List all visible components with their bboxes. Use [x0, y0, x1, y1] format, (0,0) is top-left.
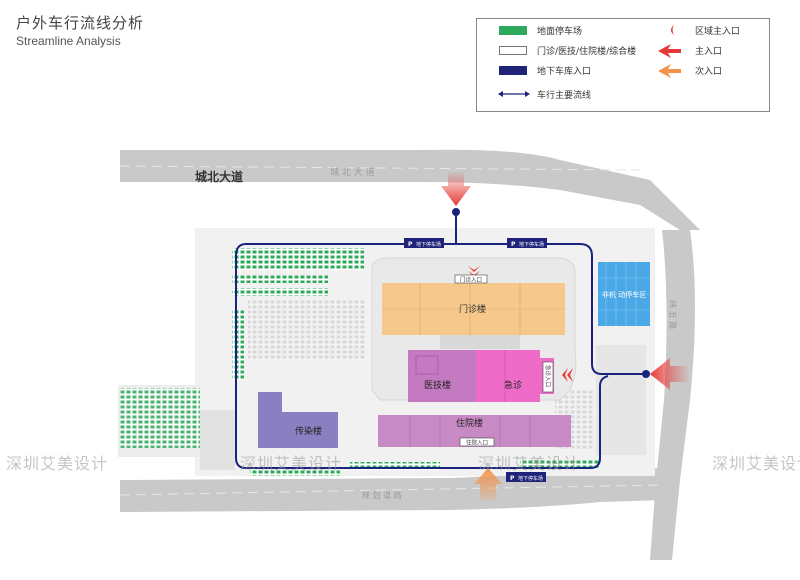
- east-road: [650, 230, 695, 560]
- inpatient-label: 住院楼: [456, 417, 483, 429]
- medtech-label: 医技楼: [424, 379, 451, 391]
- infectious-building: [258, 392, 338, 448]
- legend-area-entrance-label: 区域主入口: [695, 27, 741, 37]
- outpatient-entry-tag: [454, 274, 488, 284]
- north-road-faint-label: 城 北 大 道: [330, 166, 375, 178]
- emergency-entry-tag: [542, 361, 554, 393]
- title-block: 户外车行流线分析 Streamline Analysis: [16, 12, 144, 48]
- medtech-building: [408, 350, 476, 402]
- grey-parking: [248, 300, 593, 450]
- south-road-label: 规 划 道 路: [362, 490, 402, 500]
- watermark-3: 深圳艾美设计: [478, 454, 581, 473]
- outpatient-entry-label: 门诊入口: [460, 276, 482, 284]
- legend-underground-label: 地下车库入口: [537, 67, 592, 77]
- underground-garage-marker-2: P 地下停车场: [507, 238, 547, 248]
- watermark-4: 深圳艾美设计: [712, 454, 800, 473]
- legend-parking-label: 地面停车场: [537, 27, 583, 37]
- outpatient-label: 门诊楼: [459, 303, 486, 315]
- legend: 地面停车场 门诊/医技/住院楼/综合楼 地下车库入口 车行主要流线 区域主入口 …: [476, 18, 770, 112]
- legend-secondary-entrance-icon: [658, 64, 681, 78]
- east-main-entrance-arrow-icon: [650, 358, 688, 390]
- watermark-1: 深圳艾美设计: [6, 454, 109, 473]
- legend-underground-swatch: [499, 66, 527, 75]
- legend-flow-arrow-icon: [498, 91, 530, 97]
- underground-garage-marker-3: P 地下停车场: [506, 472, 546, 482]
- north-main-entrance-arrow-icon: [441, 172, 471, 206]
- surface-parking: [120, 248, 600, 476]
- garage-label-2: 地下停车场: [519, 241, 544, 248]
- emergency-entry-label: 急诊入口: [544, 365, 552, 387]
- watermark-2: 深圳艾美设计: [240, 454, 343, 473]
- legend-main-entrance-icon: [658, 44, 681, 58]
- outpatient-building: [382, 283, 565, 335]
- legend-building-label: 门诊/医技/住院楼/综合楼: [537, 47, 637, 57]
- underground-garage-marker-1: P 地下停车场: [404, 238, 444, 248]
- legend-area-entrance-icon: [671, 25, 674, 35]
- east-flow-node: [642, 370, 650, 378]
- bike-parking: [598, 262, 650, 326]
- legend-parking-swatch: [499, 26, 527, 35]
- bike-parking-label: 非机 动停车区: [602, 290, 646, 299]
- inpatient-entry-tag: [459, 437, 495, 447]
- garage-label-1: 地下停车场: [416, 241, 441, 248]
- north-flow-node: [452, 208, 460, 216]
- svg-text:P: P: [408, 241, 413, 248]
- north-road-label: 城北大道: [195, 169, 243, 184]
- vehicle-flow-route: [235, 212, 646, 469]
- infectious-label: 传染楼: [295, 425, 322, 437]
- page-title: 户外车行流线分析: [16, 14, 145, 32]
- page-subtitle: Streamline Analysis: [16, 34, 121, 48]
- garage-label-3: 地下停车场: [518, 475, 543, 482]
- legend-main-entrance-label: 主入口: [695, 47, 723, 57]
- svg-text:P: P: [511, 241, 516, 248]
- atrium: [440, 335, 520, 349]
- legend-flow-label: 车行主要流线: [537, 91, 592, 101]
- svg-text:P: P: [510, 475, 515, 482]
- legend-building-swatch: [499, 46, 527, 55]
- north-road: [119, 149, 700, 230]
- inpatient-entry-label: 住院入口: [466, 439, 488, 447]
- legend-secondary-entrance-label: 次入口: [695, 67, 723, 77]
- outpatient-area-entrance-icon: [468, 266, 480, 277]
- emergency-area-entrance-icon: [562, 368, 573, 382]
- emergency-label: 急诊: [504, 379, 522, 391]
- south-secondary-entrance-arrow-icon: [474, 468, 502, 500]
- east-road-label: 纬 五 路: [668, 300, 678, 329]
